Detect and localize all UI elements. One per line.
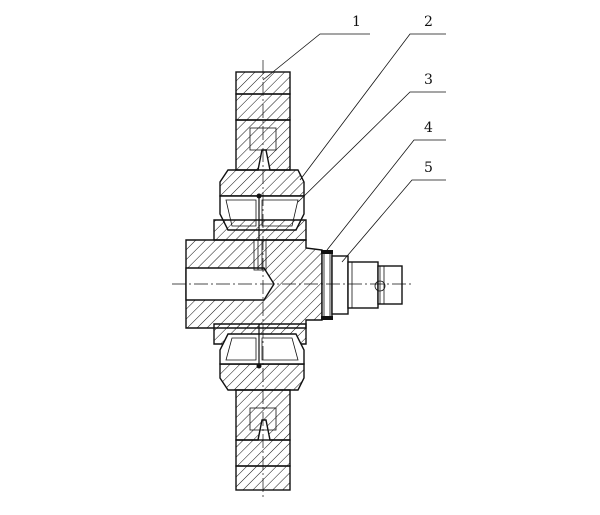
callout-label-2: 2 — [424, 14, 433, 30]
callout-label-5: 5 — [424, 160, 433, 176]
center-lines — [172, 60, 412, 500]
callout-label-3: 3 — [424, 72, 433, 88]
upper-bearing — [213, 193, 307, 241]
lower-bearing — [213, 323, 307, 369]
seal-ring — [321, 250, 333, 320]
leader-line-2 — [299, 33, 446, 181]
gear-upper-rim — [219, 71, 305, 197]
callout-label-4: 4 — [424, 120, 433, 136]
leader-line-1 — [262, 33, 370, 81]
callout-label-1: 1 — [352, 14, 361, 30]
leader-line-4 — [326, 139, 446, 251]
gear-lower-rim — [219, 363, 305, 491]
callouts: 1 2 3 4 5 — [262, 14, 446, 263]
shaft-end — [331, 255, 403, 315]
leader-line-5 — [341, 179, 446, 263]
leader-line-3 — [297, 91, 446, 203]
